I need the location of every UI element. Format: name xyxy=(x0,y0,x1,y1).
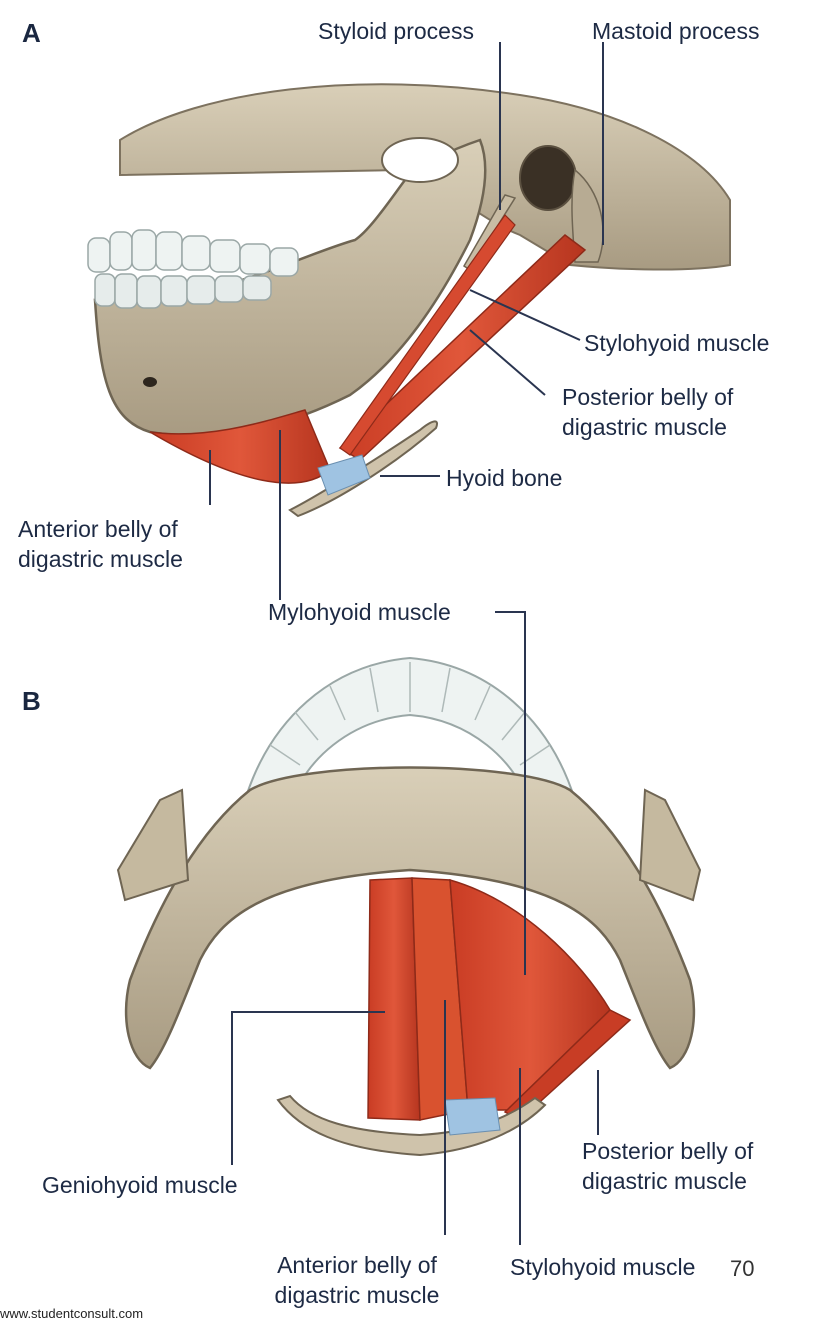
hyoid-tendon-a xyxy=(317,454,371,496)
panel-a-leaders xyxy=(209,42,604,600)
label-posterior-belly-a: Posterior belly of digastric muscle xyxy=(562,384,734,440)
teeth-lines-b xyxy=(269,662,551,766)
label-mastoid-process: Mastoid process xyxy=(592,18,760,44)
label-styloid-process: Styloid process xyxy=(318,18,474,44)
label-anterior-belly-b: Anterior belly of digastric muscle xyxy=(274,1252,440,1308)
footer-source: www.studentconsult.com xyxy=(0,1306,144,1321)
hyoid-tendon-b xyxy=(444,1097,501,1136)
label-hyoid-bone: Hyoid bone xyxy=(446,465,563,491)
panel-b-leaders xyxy=(231,611,599,1245)
ramus-left-b xyxy=(116,788,190,902)
hyoid-bone-b xyxy=(276,1094,547,1157)
teeth-arch-b xyxy=(243,656,577,807)
panel-a-artwork xyxy=(87,83,731,518)
ear-canal xyxy=(519,145,577,211)
label-mylohyoid-muscle: Mylohyoid muscle xyxy=(268,599,451,625)
panel-b-artwork xyxy=(116,656,702,1157)
label-stylohyoid-muscle-b: Stylohyoid muscle xyxy=(510,1254,696,1280)
label-posterior-belly-b: Posterior belly of digastric muscle xyxy=(582,1138,754,1194)
mastoid-shape xyxy=(571,168,604,263)
mandible-b xyxy=(124,766,696,1070)
teeth-lower-a xyxy=(94,273,272,309)
panel-b-letter: B xyxy=(22,686,41,716)
mandibular-notch xyxy=(381,137,459,183)
label-geniohyoid-muscle: Geniohyoid muscle xyxy=(42,1172,238,1198)
label-anterior-belly-a: Anterior belly of digastric muscle xyxy=(18,516,183,572)
stylohyoid-a xyxy=(339,214,516,456)
mental-foramen xyxy=(143,377,157,387)
label-stylohyoid-muscle-a: Stylohyoid muscle xyxy=(584,330,770,356)
teeth-upper-a xyxy=(87,229,299,277)
geniohyoid-b xyxy=(367,877,421,1121)
panel-a-letter: A xyxy=(22,18,41,48)
page-number: 70 xyxy=(730,1256,755,1281)
ramus-right-b xyxy=(638,788,702,902)
